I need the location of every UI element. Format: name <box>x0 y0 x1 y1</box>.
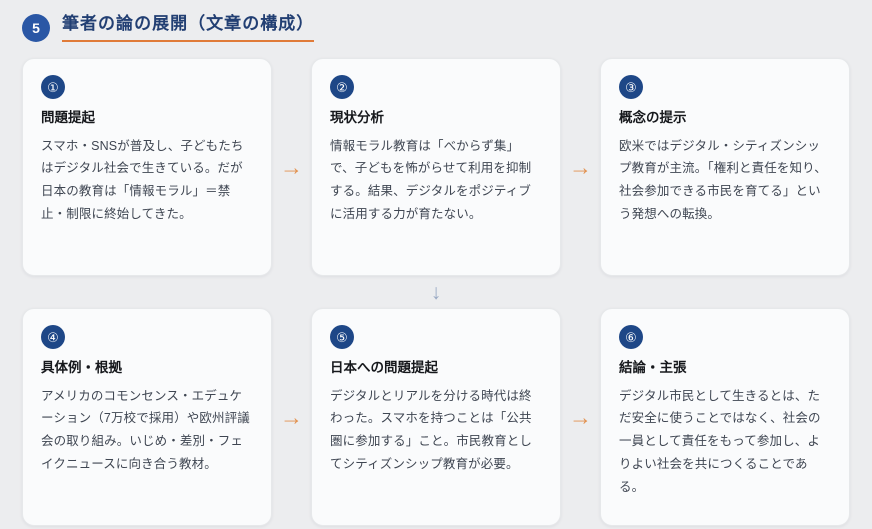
card-3-body: 欧米ではデジタル・シティズンシップ教育が主流。「権利と責任を知り、社会参加できる… <box>619 138 827 221</box>
card-6-title: 結論・主張 <box>619 360 687 375</box>
card-3-badge: ③ <box>619 75 643 99</box>
card-5-badge: ⑤ <box>330 325 354 349</box>
card-1[interactable]: ① 問題提起 スマホ・SNSが普及し、子どもたちはデジタル社会で生きている。だが… <box>22 58 272 276</box>
arrow-right-icon-4: → <box>569 403 592 430</box>
card-6[interactable]: ⑥ 結論・主張 デジタル市民として生きるとは、ただ安全に使うことではなく、社会の… <box>600 308 850 526</box>
card-1-badge: ① <box>41 75 65 99</box>
card-2-title: 現状分析 <box>330 110 384 125</box>
card-2-badge: ② <box>330 75 354 99</box>
card-5-title: 日本への問題提起 <box>330 360 438 375</box>
page-title: 筆者の論の展開（文章の構成） <box>62 14 315 42</box>
arrow-right-icon-1: → <box>280 153 303 180</box>
card-3[interactable]: ③ 概念の提示 欧米ではデジタル・シティズンシップ教育が主流。「権利と責任を知り… <box>600 58 850 276</box>
arrow-down-icon: ↓ <box>430 280 442 304</box>
card-4-badge: ④ <box>41 325 65 349</box>
card-6-badge: ⑥ <box>619 325 643 349</box>
card-5[interactable]: ⑤ 日本への問題提起 デジタルとリアルを分ける時代は終わった。スマホを持つことは… <box>311 308 561 526</box>
card-4[interactable]: ④ 具体例・根拠 アメリカのコモンセンス・エデュケーション（7万校で採用）や欧州… <box>22 308 272 526</box>
card-2-body: 情報モラル教育は「べからず集」で、子どもを怖がらせて利用を抑制する。結果、デジタ… <box>330 138 532 221</box>
section-number-badge: 5 <box>22 14 50 42</box>
card-3-title: 概念の提示 <box>619 110 687 125</box>
section-header: 5 筆者の論の展開（文章の構成） <box>22 0 850 50</box>
card-5-body: デジタルとリアルを分ける時代は終わった。スマホを持つことは「公共圏に参加する」こ… <box>330 388 533 471</box>
card-6-body: デジタル市民として生きるとは、ただ安全に使うことではなく、社会の一員として責任を… <box>619 388 821 494</box>
card-4-title: 具体例・根拠 <box>41 360 122 375</box>
card-2[interactable]: ② 現状分析 情報モラル教育は「べからず集」で、子どもを怖がらせて利用を抑制する… <box>311 58 561 276</box>
card-1-title: 問題提起 <box>41 110 95 125</box>
cards-grid: ① 問題提起 スマホ・SNSが普及し、子どもたちはデジタル社会で生きている。だが… <box>22 58 850 526</box>
card-1-body: スマホ・SNSが普及し、子どもたちはデジタル社会で生きている。だが日本の教育は「… <box>41 138 244 221</box>
arrow-right-icon-2: → <box>569 153 592 180</box>
arrow-right-icon-3: → <box>280 403 303 430</box>
card-4-body: アメリカのコモンセンス・エデュケーション（7万校で採用）や欧州評議会の取り組み。… <box>41 388 250 471</box>
